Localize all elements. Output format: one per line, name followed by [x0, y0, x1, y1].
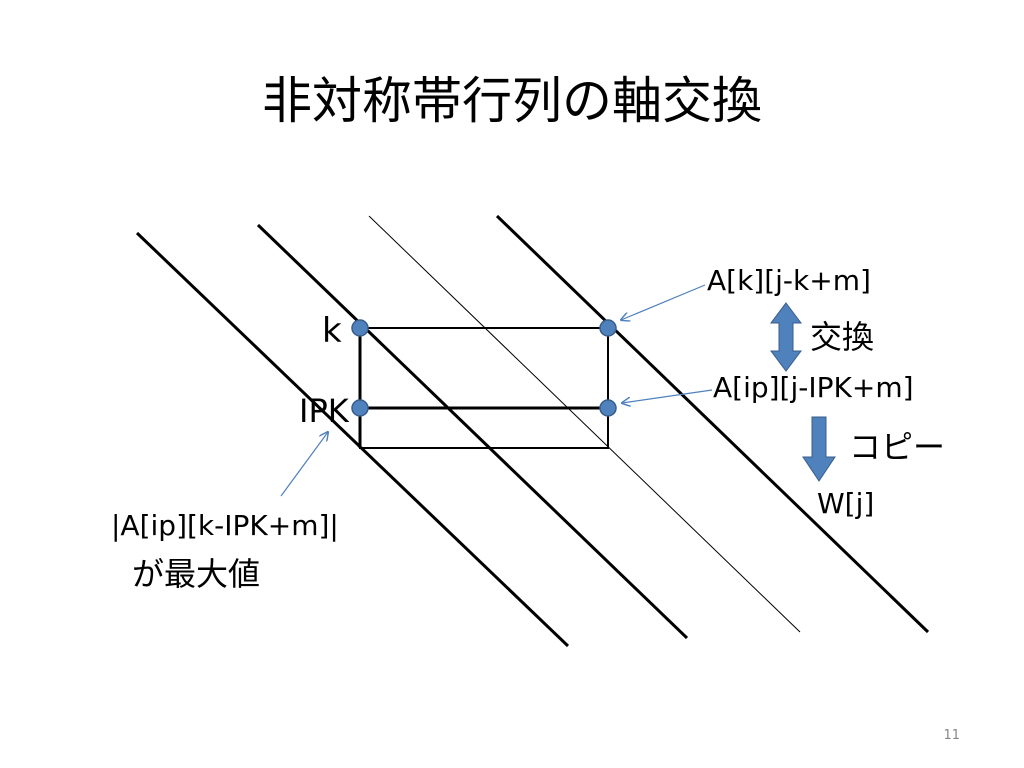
band-upper-boundary	[495, 214, 930, 634]
copy-label: コピー	[849, 428, 945, 466]
leader-mid-element	[622, 389, 713, 403]
dot-k-left	[351, 319, 369, 337]
pivot-note: が最大値	[132, 555, 260, 593]
band-inner-line	[256, 223, 689, 640]
main-diagonal	[368, 215, 801, 633]
swap-label: 交換	[810, 318, 874, 356]
mid-element-label: A[ip][j-IPK+m]	[713, 371, 914, 404]
page-number: 11	[943, 728, 960, 743]
leader-pivot	[280, 432, 328, 497]
dot-ipk-right	[599, 399, 617, 417]
row-block	[358, 327, 609, 449]
work-element-label: W[j]	[817, 487, 874, 520]
element-dots	[351, 319, 617, 417]
slide-title: 非対称帯行列の軸交換	[262, 72, 762, 130]
leader-top-element	[621, 284, 706, 320]
row-ipk-label: IPK	[299, 392, 350, 430]
dot-ipk-left	[351, 399, 369, 417]
band-diagonals	[135, 214, 930, 648]
band-lower-boundary	[135, 231, 570, 648]
top-element-label: A[k][j-k+m]	[707, 264, 871, 297]
swap-double-arrow	[770, 302, 802, 372]
row-k-label: k	[322, 311, 342, 351]
dot-k-right	[599, 319, 617, 337]
pivot-expression: |A[ip][k-IPK+m]|	[111, 509, 339, 542]
copy-down-arrow	[802, 416, 836, 482]
row-rectangle	[359, 327, 609, 449]
